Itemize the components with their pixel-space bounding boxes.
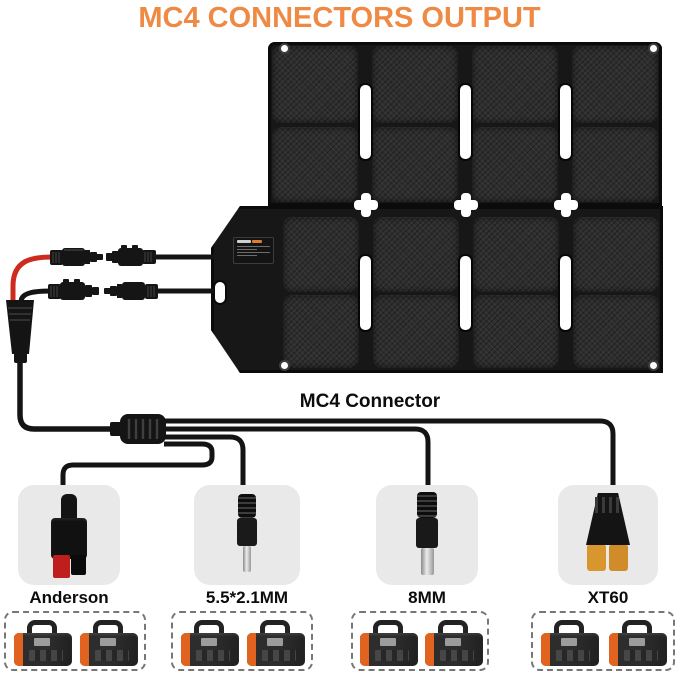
compat-box-anderson: [4, 611, 146, 671]
label-dc5521: 5.5*2.1MM: [205, 588, 289, 607]
solar-cell: [572, 46, 658, 123]
solar-panel-top-section: [268, 42, 662, 206]
fold-slot-cutout: [360, 256, 371, 330]
power-station-image: [14, 620, 72, 666]
grommet-hole: [279, 43, 290, 54]
solar-cell: [272, 127, 358, 202]
red-wire: [10, 254, 55, 305]
main-output-cable: [17, 358, 117, 432]
fold-slot-cutout: [560, 256, 571, 330]
compat-box-dc5521: [171, 611, 313, 671]
solar-cell: [572, 127, 658, 202]
solar-cell: [472, 46, 558, 123]
solar-cell: [373, 295, 459, 368]
solar-cell: [372, 127, 458, 202]
panel-brand-mark: [237, 240, 270, 244]
grommet-hole: [648, 43, 659, 54]
fold-slot-cutout: [460, 85, 471, 159]
fold-slot-cutout: [560, 85, 571, 159]
mc4-female-connector-top: [106, 245, 156, 266]
cross-cutout: [354, 193, 378, 217]
power-station-image: [425, 620, 483, 666]
handle-cutout: [215, 282, 225, 303]
solar-cell: [573, 295, 659, 368]
power-station-image: [80, 620, 138, 666]
power-station-image: [360, 620, 418, 666]
compat-box-xt60: [531, 611, 675, 671]
power-station-image: [247, 620, 305, 666]
label-anderson: Anderson: [29, 588, 109, 607]
solar-panel-bottom-section: [211, 206, 663, 373]
compat-box-8mm: [351, 611, 489, 671]
solar-cell: [473, 295, 559, 368]
fold-slot-cutout: [360, 85, 371, 159]
cross-cutout: [554, 193, 578, 217]
power-station-image: [609, 620, 667, 666]
grommet-hole: [648, 360, 659, 371]
solar-cell: [472, 127, 558, 202]
fold-slot-cutout: [460, 256, 471, 330]
page-title: MC4 CONNECTORS OUTPUT: [138, 2, 541, 34]
power-station-image: [181, 620, 239, 666]
mc4-male-connector-bottom: [104, 282, 158, 300]
mc4-female-connector-bottom: [48, 279, 99, 300]
connector-tile-anderson: [18, 485, 120, 585]
solar-cell: [573, 217, 659, 292]
solar-cell: [473, 217, 559, 292]
connector-tile-dc5521: [194, 485, 300, 585]
solar-cell: [283, 217, 359, 292]
solar-cell: [272, 46, 358, 123]
grommet-hole: [279, 360, 290, 371]
label-8mm: 8MM: [408, 588, 446, 607]
cross-cutout: [454, 193, 478, 217]
connector-tile-xt60: [558, 485, 658, 585]
mc4-cable-label: MC4 Connector: [299, 391, 441, 412]
connector-tile-8mm: [376, 485, 478, 585]
cable-y-junction: [6, 300, 34, 363]
cable-splitter: [110, 414, 166, 444]
power-station-image: [541, 620, 599, 666]
solar-cell: [372, 46, 458, 123]
output-wire-xt60: [164, 418, 616, 495]
black-wire: [18, 288, 55, 305]
solar-cell: [283, 295, 359, 368]
solar-cell: [373, 217, 459, 292]
label-xt60: XT60: [587, 588, 629, 607]
mc4-male-connector-top: [50, 248, 103, 266]
panel-spec-label: [233, 237, 274, 264]
